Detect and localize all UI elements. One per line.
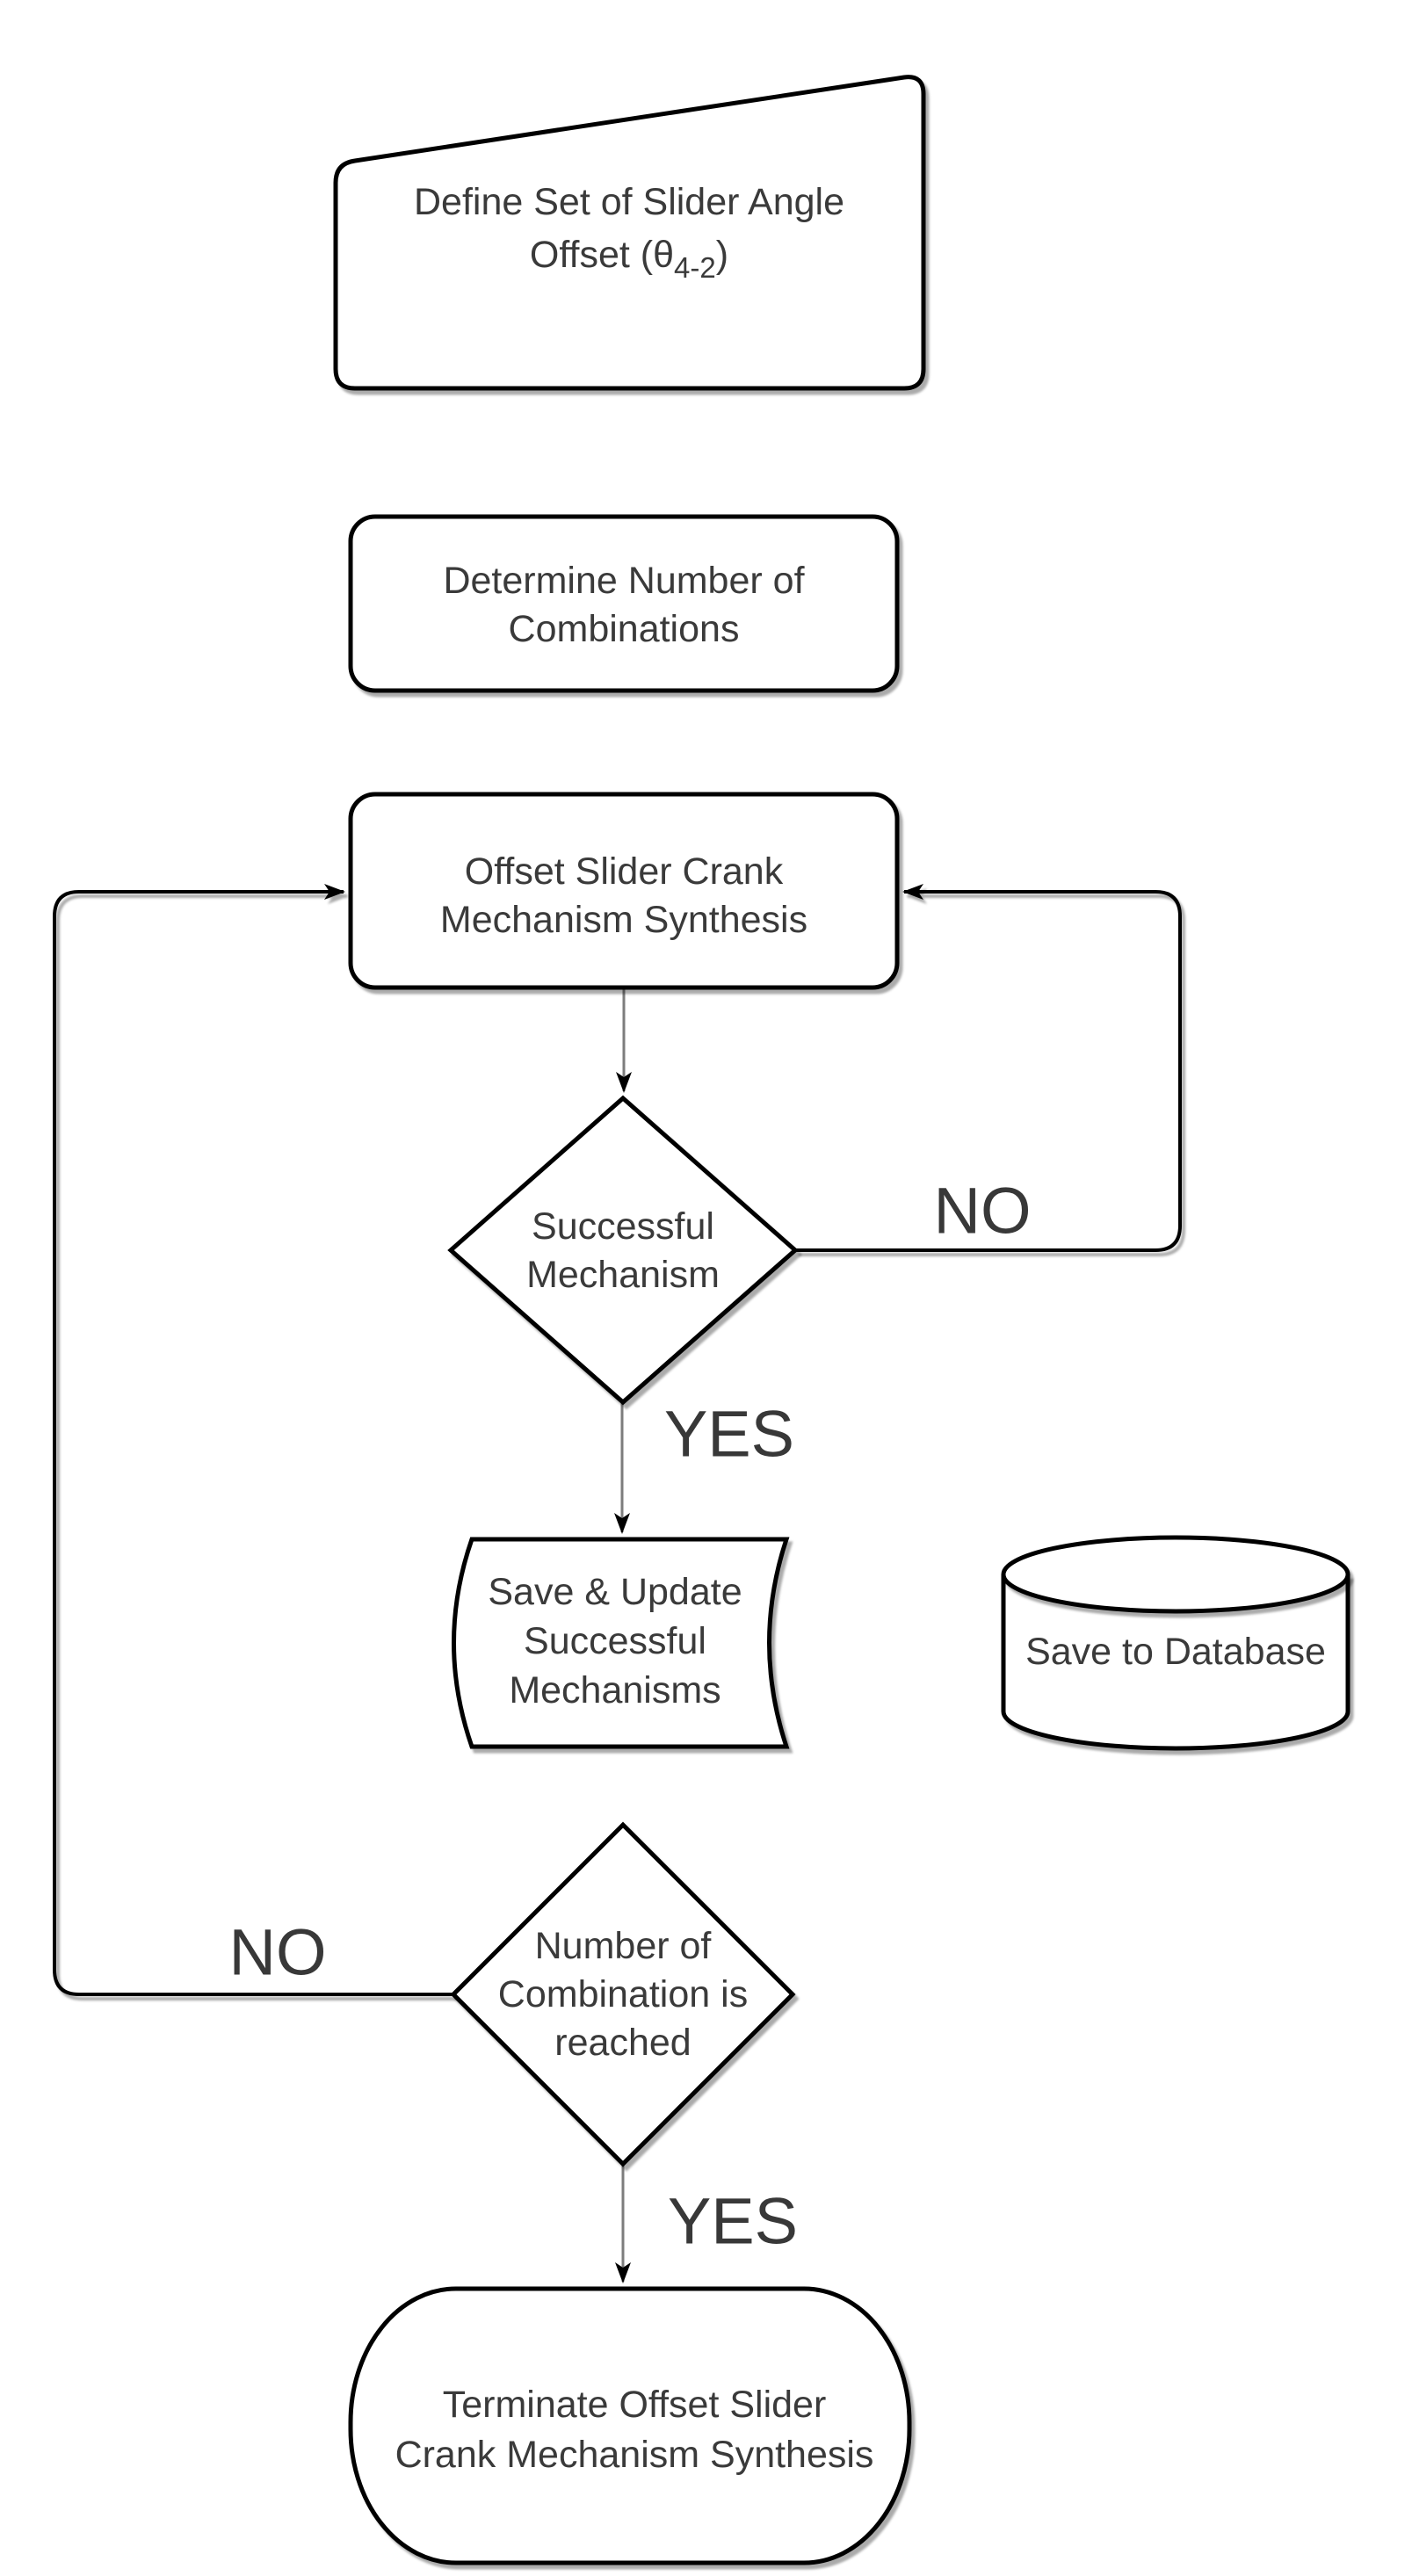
- successful-line2: Mechanism: [526, 1254, 720, 1296]
- decision-diamond-shape: [450, 1821, 796, 2167]
- node-combination-reached: Number of Combination is reached: [450, 1821, 796, 2167]
- terminate-line2: Crank Mechanism Synthesis: [395, 2434, 874, 2476]
- node-mechanism-synthesis: Offset Slider Crank Mechanism Synthesis: [348, 792, 900, 990]
- save-update-line3: Mechanisms: [509, 1669, 720, 1711]
- save-update-line1: Save & Update: [488, 1571, 742, 1613]
- label-reached-no: NO: [229, 1916, 327, 1989]
- edge-successful-no-loop: [795, 884, 1182, 1252]
- database-label: Save to Database: [1025, 1631, 1326, 1673]
- define-set-line2: Offset (θ4-2): [530, 234, 728, 284]
- reached-line1: Number of: [535, 1925, 713, 1967]
- node-terminate: Terminate Offset Slider Crank Mechanism …: [348, 2286, 912, 2565]
- label-successful-no: NO: [934, 1175, 1032, 1248]
- cylinder-top-shape: [1001, 1535, 1350, 1614]
- reached-line3: reached: [554, 2022, 691, 2064]
- label-reached-yes: YES: [668, 2185, 798, 2258]
- synthesis-line2: Mechanism Synthesis: [440, 899, 807, 941]
- process-shape: [348, 514, 900, 693]
- formula-suffix: ): [716, 234, 728, 276]
- label-successful-yes: YES: [664, 1398, 794, 1471]
- stored-data-shape: [452, 1537, 790, 1749]
- determine-line2: Combinations: [509, 608, 740, 650]
- edge-reached-no-loop: [53, 884, 453, 1996]
- save-update-line2: Successful: [524, 1620, 706, 1662]
- terminate-line1: Terminate Offset Slider: [443, 2384, 827, 2426]
- synthesis-line1: Offset Slider Crank: [465, 850, 784, 893]
- decision-diamond-shape: [447, 1095, 799, 1406]
- terminator-shape: [348, 2286, 912, 2565]
- formula-prefix: Offset (θ: [530, 234, 674, 276]
- manual-input-shape: [333, 75, 926, 391]
- reached-line2: Combination is: [498, 1973, 748, 2015]
- process-shape: [348, 792, 900, 990]
- cylinder-body-shape: [1001, 1574, 1350, 1751]
- node-determine-combinations: Determine Number of Combinations: [348, 514, 900, 693]
- node-successful-mechanism: Successful Mechanism: [447, 1095, 799, 1406]
- successful-line1: Successful: [532, 1205, 714, 1248]
- determine-line1: Determine Number of: [443, 560, 805, 602]
- define-set-line1: Define Set of Slider Angle: [414, 181, 844, 223]
- node-save-update: Save & Update Successful Mechanisms: [452, 1537, 790, 1749]
- formula-subscript: 4-2: [674, 251, 716, 284]
- node-save-to-database: Save to Database: [1001, 1535, 1350, 1751]
- node-define-set: Define Set of Slider Angle Offset (θ4-2): [333, 75, 926, 391]
